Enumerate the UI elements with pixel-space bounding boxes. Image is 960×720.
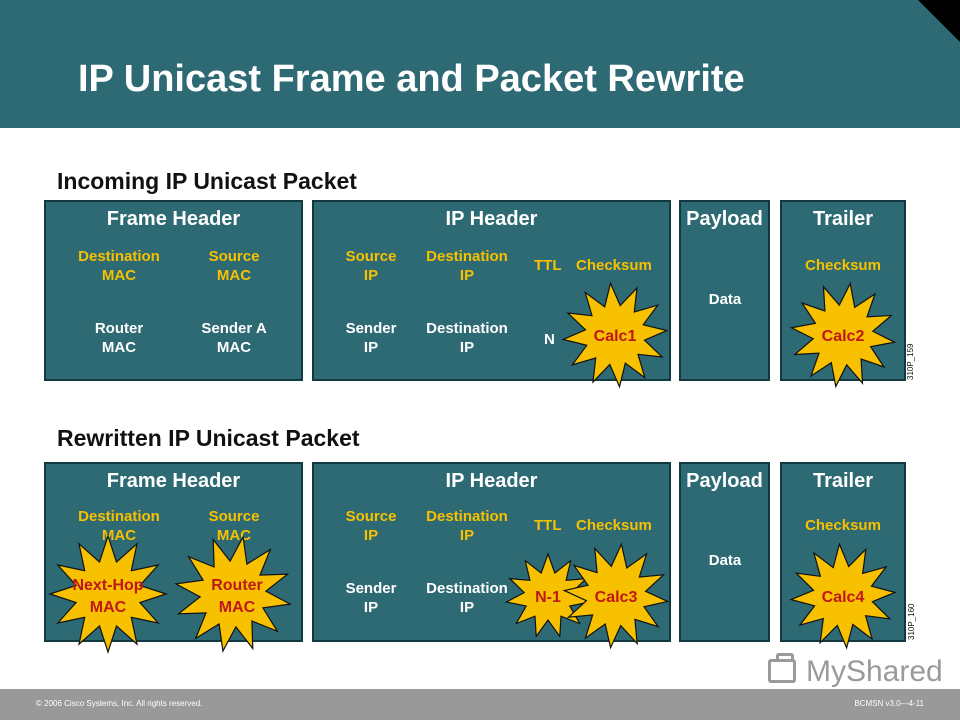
field-source-ip: Source IP	[345, 508, 397, 544]
watermark: MyShared	[768, 653, 948, 691]
incoming-frame-header-box: Frame Header Destination MAC Source MAC …	[44, 200, 303, 381]
starburst-label: MAC	[90, 599, 127, 616]
starburst-calc1: Calc1	[561, 281, 669, 389]
field-checksum: Checksum	[805, 257, 881, 274]
value-destination-ip: Destination IP	[426, 320, 508, 356]
box-title: IP Header	[445, 470, 538, 492]
corner-decoration	[918, 0, 960, 42]
value-router-mac: Router MAC	[94, 320, 144, 356]
field-destination-mac: Destination MAC	[78, 248, 160, 284]
box-title: Frame Header	[106, 470, 241, 492]
watermark-text: MyShared	[806, 655, 943, 688]
value-ttl-n: N	[544, 331, 555, 348]
starburst-next-hop-mac: Next-Hop MAC	[48, 534, 168, 654]
starburst-shape	[561, 281, 669, 389]
starburst-shape	[48, 534, 168, 654]
starburst-label: Calc3	[595, 589, 638, 606]
field-checksum: Checksum	[576, 257, 652, 274]
starburst-label: MAC	[219, 599, 256, 616]
starburst-shape	[562, 542, 670, 650]
starburst-label: Calc4	[822, 589, 865, 606]
starburst-label: Calc1	[594, 328, 637, 345]
briefcase-icon	[768, 653, 796, 683]
rewritten-ip-header-box: IP Header Source IP Destination IP TTL C…	[312, 462, 671, 642]
value-data: Data	[708, 552, 742, 569]
value-sender-ip: Sender IP	[345, 580, 397, 616]
field-destination-mac: Destination MAC	[78, 508, 160, 544]
field-checksum: Checksum	[805, 517, 881, 534]
starburst-calc4: Calc4	[789, 542, 897, 650]
starburst-n-minus-1: N-1	[504, 552, 592, 639]
starburst-calc3: Calc3	[562, 542, 670, 650]
starburst-label: Calc2	[822, 328, 865, 345]
field-destination-ip: Destination IP	[426, 508, 508, 544]
incoming-payload-box: Payload Data	[679, 200, 770, 381]
value-destination-ip: Destination IP	[426, 580, 508, 616]
starburst-calc2: Calc2	[789, 281, 897, 389]
box-title: Payload	[686, 208, 763, 230]
rewritten-payload-box: Payload Data	[679, 462, 770, 642]
box-title: IP Header	[445, 208, 538, 230]
starburst-label: Next-Hop	[72, 577, 143, 594]
starburst-shape	[789, 542, 897, 650]
field-source-mac: Source MAC	[208, 248, 260, 284]
starburst-label: N-1	[535, 589, 561, 606]
field-source-mac: Source MAC	[208, 508, 260, 544]
slide-title: IP Unicast Frame and Packet Rewrite	[78, 58, 745, 100]
value-sender-a-mac: Sender A MAC	[201, 320, 267, 356]
field-ttl: TTL	[534, 517, 562, 534]
field-checksum: Checksum	[576, 517, 652, 534]
copyright-text: © 2006 Cisco Systems, Inc. All rights re…	[36, 699, 203, 708]
field-source-ip: Source IP	[345, 248, 397, 284]
incoming-packet-label: Incoming IP Unicast Packet	[57, 168, 357, 194]
starburst-shape	[789, 281, 897, 389]
box-title: Trailer	[812, 470, 874, 492]
starburst-router-mac: Router MAC	[173, 534, 293, 654]
starburst-shape	[173, 534, 293, 654]
starburst-shape	[504, 552, 592, 639]
course-code: BCMSN v3.0—4-11	[854, 699, 924, 708]
value-sender-ip: Sender IP	[345, 320, 397, 356]
rewritten-packet-label: Rewritten IP Unicast Packet	[57, 425, 360, 451]
footer-bar: © 2006 Cisco Systems, Inc. All rights re…	[0, 689, 960, 720]
title-bar: IP Unicast Frame and Packet Rewrite	[0, 0, 960, 128]
field-ttl: TTL	[534, 257, 562, 274]
value-data: Data	[708, 291, 742, 308]
box-title: Frame Header	[106, 208, 241, 230]
box-title: Trailer	[812, 208, 874, 230]
field-destination-ip: Destination IP	[426, 248, 508, 284]
box-title: Payload	[686, 470, 763, 492]
starburst-label: Router	[211, 577, 263, 594]
